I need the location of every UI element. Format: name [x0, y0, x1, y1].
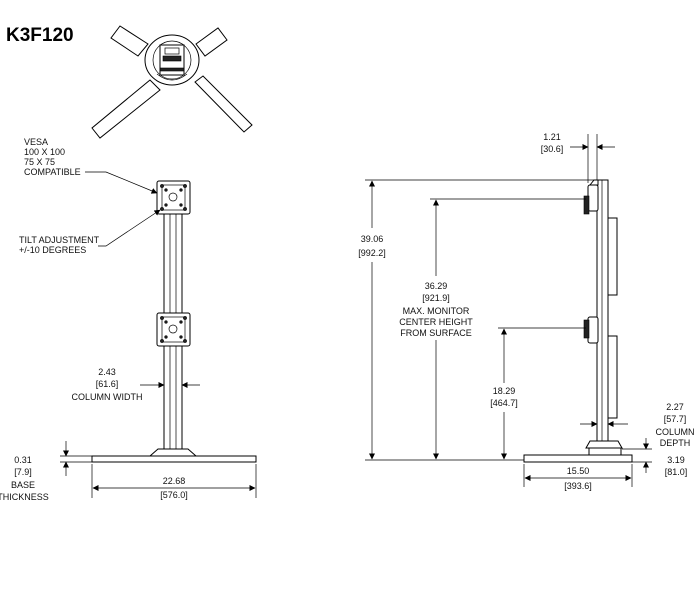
column-width-mm: [61.6] [96, 379, 119, 389]
vesa-label-line-2: 100 X 100 [24, 147, 65, 157]
column-depth-caption-2: DEPTH [660, 438, 691, 448]
column-width-caption: COLUMN WIDTH [72, 392, 143, 402]
top-view-arm-right-upper [195, 27, 228, 57]
column-depth-dimension: 2.27 [57.7] COLUMN DEPTH [580, 402, 695, 448]
offset-dimension: 1.21 [30.6] [541, 132, 615, 183]
offset-inch: 1.21 [543, 132, 561, 142]
top-view-hub [144, 34, 200, 86]
lower-height-inch: 18.29 [493, 386, 516, 396]
overall-height-inch: 39.06 [361, 234, 384, 244]
side-upper-tilt-head [583, 179, 599, 215]
model-title: K3F120 [6, 25, 74, 46]
front-lower-vesa-plate [156, 312, 191, 347]
side-view: 1.21 [30.6] 39.06 [992.2] 36.29 [921.9] … [358, 132, 694, 491]
base-thickness-dimension: 0.31 [7.9] BASE THICKNESS [0, 441, 92, 502]
vesa-label-line-1: VESA [24, 137, 48, 147]
foot-mm: [81.0] [665, 467, 688, 477]
front-view: VESA 100 X 100 75 X 75 COMPATIBLE TILT A… [0, 137, 257, 502]
tilt-label-line-1: TILT ADJUSTMENT [19, 235, 100, 245]
side-column [596, 179, 609, 449]
side-lower-tilt-head [583, 316, 599, 344]
base-depth-mm: [393.6] [564, 481, 592, 491]
front-base [91, 448, 257, 463]
max-monitor-caption-2: CENTER HEIGHT [399, 317, 473, 327]
lower-height-dimension: 18.29 [464.7] [490, 327, 586, 460]
base-thickness-inch: 0.31 [14, 455, 32, 465]
vesa-label-line-3: 75 X 75 [24, 157, 55, 167]
base-depth-dimension: 15.50 [393.6] [523, 464, 633, 491]
offset-mm: [30.6] [541, 144, 564, 154]
max-monitor-height-dimension: 36.29 [921.9] MAX. MONITOR CENTER HEIGHT… [399, 198, 586, 460]
base-width-dimension: 22.68 [576.0] [91, 464, 257, 500]
front-upper-vesa-plate [156, 180, 191, 215]
overall-height-dimension: 39.06 [992.2] [358, 179, 597, 461]
base-width-mm: [576.0] [160, 490, 188, 500]
base-thickness-caption-1: BASE [11, 480, 35, 490]
base-thickness-caption-2: THICKNESS [0, 492, 49, 502]
tilt-callout: TILT ADJUSTMENT +/-10 DEGREES [19, 209, 161, 255]
base-width-inch: 22.68 [163, 476, 186, 486]
top-view-arm-left-lower [91, 79, 161, 139]
column-width-dimension: 2.43 [61.6] COLUMN WIDTH [72, 367, 200, 402]
max-monitor-mm: [921.9] [422, 293, 450, 303]
overall-height-mm: [992.2] [358, 248, 386, 258]
base-thickness-mm: [7.9] [14, 467, 32, 477]
top-view [91, 25, 253, 139]
vesa-callout: VESA 100 X 100 75 X 75 COMPATIBLE [24, 137, 158, 194]
vesa-label-line-4: COMPATIBLE [24, 167, 81, 177]
base-depth-inch: 15.50 [567, 466, 590, 476]
top-view-arm-left-upper [110, 25, 149, 57]
column-depth-mm: [57.7] [664, 414, 687, 424]
max-monitor-caption-3: FROM SURFACE [400, 328, 472, 338]
column-depth-caption-1: COLUMN [655, 427, 694, 437]
lower-height-mm: [464.7] [490, 398, 518, 408]
max-monitor-inch: 36.29 [425, 281, 448, 291]
foot-inch: 3.19 [667, 455, 685, 465]
tilt-label-line-2: +/-10 DEGREES [19, 245, 86, 255]
side-base [523, 440, 633, 463]
foot-dimension: 3.19 [81.0] [622, 438, 687, 477]
top-view-arm-right-lower [194, 75, 253, 133]
max-monitor-caption-1: MAX. MONITOR [403, 306, 470, 316]
column-width-inch: 2.43 [98, 367, 116, 377]
column-depth-inch: 2.27 [666, 402, 684, 412]
